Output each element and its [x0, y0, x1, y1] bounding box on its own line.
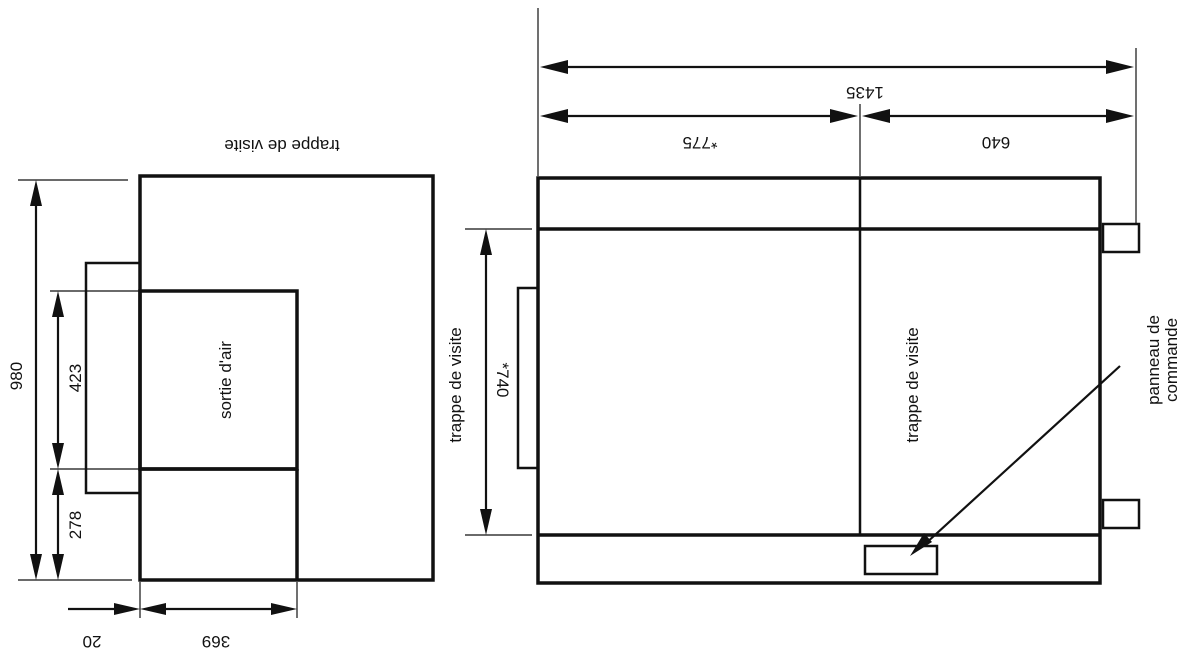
dim-label-1435: 1435	[846, 83, 884, 102]
arrowhead-423-top	[52, 291, 64, 317]
arrowhead-20	[114, 603, 140, 615]
right-connector-bottom	[1101, 498, 1141, 530]
label-left-top-access-door: trappe de visite	[224, 136, 339, 155]
label-control-panel-line1: panneau de	[1144, 315, 1163, 405]
label-control-panel-line2: commande	[1162, 318, 1179, 402]
dim-label-278: 278	[66, 511, 85, 539]
dim-label-740: *740	[493, 363, 512, 398]
arrowhead-775-left	[540, 109, 568, 123]
dim-label-640: 640	[982, 133, 1010, 152]
arrowhead-423-bottom	[52, 443, 64, 469]
right-connector-top	[1101, 222, 1141, 254]
dim-label-980: 980	[7, 362, 26, 390]
arrowhead-980-top	[30, 180, 42, 206]
right-unit-outline	[536, 176, 1102, 585]
arrowhead-1435-right	[1106, 60, 1134, 74]
arrowhead-775-right	[830, 109, 858, 123]
right-view: 1435 *775 640 *740 trappe de visite trap…	[446, 8, 1179, 585]
label-air-outlet: sortie d'air	[216, 341, 235, 419]
arrowhead-278-top	[52, 469, 64, 495]
dim-label-775: *775	[683, 133, 718, 152]
dim-label-369: 369	[202, 632, 230, 651]
control-panel-leader	[923, 365, 1121, 546]
left-unit-outline	[138, 174, 435, 582]
arrowhead-980-bottom	[30, 554, 42, 580]
dim-label-20: 20	[83, 632, 102, 651]
arrowhead-1435-left	[540, 60, 568, 74]
left-tab	[84, 261, 142, 495]
label-side-access-door: trappe de visite	[446, 327, 465, 442]
arrowhead-740-bottom	[480, 509, 492, 535]
arrowhead-278-bottom	[52, 554, 64, 580]
label-center-access-door: trappe de visite	[903, 327, 922, 442]
dim-label-423: 423	[66, 364, 85, 392]
right-side-tab	[516, 286, 540, 470]
arrowhead-369-right	[271, 603, 297, 615]
arrowhead-640-left	[862, 109, 890, 123]
control-panel-box	[863, 544, 939, 576]
arrowhead-369-left	[140, 603, 166, 615]
control-panel-leader-arrowhead	[910, 533, 932, 556]
arrowhead-740-top	[480, 229, 492, 255]
arrowhead-640-right	[1106, 109, 1134, 123]
left-view: trappe de visite sortie d'air 980 423 27…	[7, 136, 435, 651]
